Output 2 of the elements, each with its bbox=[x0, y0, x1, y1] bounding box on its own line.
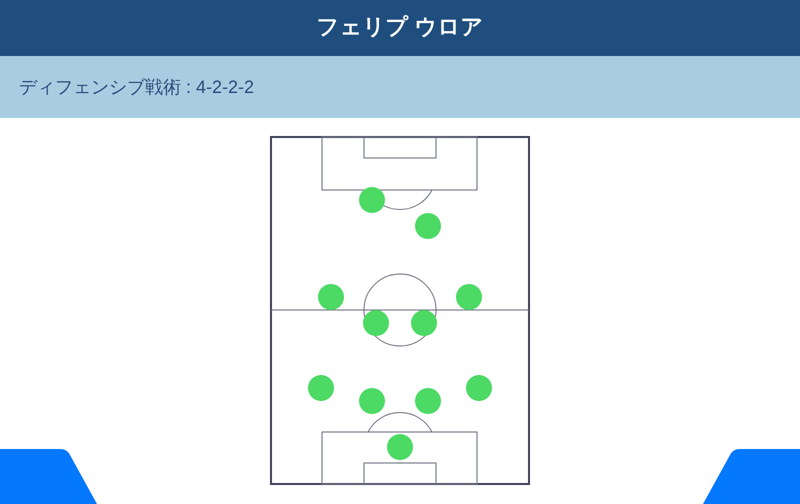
page-title: フェリプ ウロア bbox=[315, 13, 485, 41]
tactic-label: ディフェンシブ戦術 : 4-2-2-2 bbox=[19, 76, 254, 99]
